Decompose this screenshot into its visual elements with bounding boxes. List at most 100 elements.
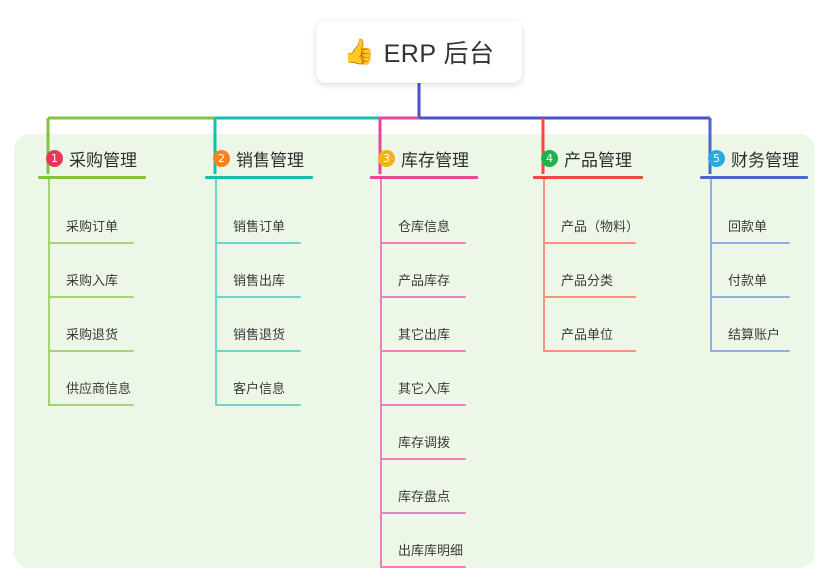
branch-item-underline [380, 242, 466, 244]
branch-3: 3 库存管理仓库信息产品库存其它出库其它入库库存调拨库存盘点出库库明细 [370, 146, 478, 568]
branch-number-badge: 1 [46, 149, 63, 167]
branch-item-label: 产品单位 [561, 327, 614, 342]
branch-item-label: 出库库明细 [398, 543, 464, 558]
branch-item-underline [543, 350, 636, 352]
branch-header-2[interactable]: 2 销售管理 [205, 146, 313, 170]
branch-item-label: 采购订单 [66, 219, 119, 234]
branch-header-underline [370, 176, 478, 179]
branch-item-underline [215, 242, 301, 244]
branch-5: 5 财务管理回款单付款单结算账户 [700, 146, 808, 352]
branch-item-underline [380, 458, 466, 460]
branch-item[interactable]: 库存调拨 [370, 406, 478, 460]
branch-title-label: 财务管理 [731, 150, 799, 170]
branch-1: 1 采购管理采购订单采购入库采购退货供应商信息 [38, 146, 146, 406]
branch-item[interactable]: 客户信息 [205, 352, 313, 406]
branch-2: 2 销售管理销售订单销售出库销售退货客户信息 [205, 146, 313, 406]
branch-item[interactable]: 销售退货 [205, 298, 313, 352]
branch-item-label: 销售出库 [233, 273, 286, 288]
branch-item[interactable]: 产品（物料） [533, 190, 643, 244]
branch-items-list: 采购订单采购入库采购退货供应商信息 [38, 179, 146, 406]
branch-item-underline [215, 296, 301, 298]
branch-item-underline [380, 566, 466, 568]
branch-item-label: 产品（物料） [561, 219, 640, 234]
branch-header-5[interactable]: 5 财务管理 [700, 146, 808, 170]
branch-title-label: 销售管理 [236, 150, 304, 170]
branch-item[interactable]: 其它入库 [370, 352, 478, 406]
branch-item-label: 采购退货 [66, 327, 119, 342]
branch-item-label: 产品分类 [561, 273, 614, 288]
branch-item[interactable]: 结算账户 [700, 298, 808, 352]
branch-item-label: 其它入库 [398, 381, 451, 396]
branch-item-underline [215, 404, 301, 406]
branch-item-underline [48, 296, 134, 298]
branch-item-label: 客户信息 [233, 381, 286, 396]
branch-item-underline [710, 242, 790, 244]
branch-item[interactable]: 库存盘点 [370, 460, 478, 514]
branch-item-underline [710, 296, 790, 298]
branch-item-label: 采购入库 [66, 273, 119, 288]
branch-item-underline [215, 350, 301, 352]
branch-item[interactable]: 其它出库 [370, 298, 478, 352]
branch-item-underline [380, 350, 466, 352]
branch-title-label: 采购管理 [69, 150, 137, 170]
branch-item-label: 库存盘点 [398, 489, 451, 504]
branch-item-label: 其它出库 [398, 327, 451, 342]
branch-header-underline [533, 176, 643, 179]
branch-trunk-line [710, 179, 712, 352]
branch-header-1[interactable]: 1 采购管理 [38, 146, 146, 170]
branch-item[interactable]: 采购订单 [38, 190, 146, 244]
branch-item[interactable]: 付款单 [700, 244, 808, 298]
branch-item-label: 销售订单 [233, 219, 286, 234]
branch-item[interactable]: 出库库明细 [370, 514, 478, 568]
branch-title-label: 库存管理 [401, 150, 469, 170]
branch-item-underline [48, 404, 134, 406]
branch-item-label: 供应商信息 [66, 381, 132, 396]
branch-number-badge: 2 [213, 149, 230, 167]
branch-item-underline [380, 512, 466, 514]
branch-item-label: 付款单 [728, 273, 768, 288]
branch-item[interactable]: 采购退货 [38, 298, 146, 352]
root-node-label: ERP 后台 [383, 40, 495, 68]
branch-item[interactable]: 采购入库 [38, 244, 146, 298]
branch-item-underline [543, 296, 636, 298]
branch-items-list: 仓库信息产品库存其它出库其它入库库存调拨库存盘点出库库明细 [370, 179, 478, 568]
branch-item[interactable]: 销售订单 [205, 190, 313, 244]
branch-item[interactable]: 仓库信息 [370, 190, 478, 244]
branch-trunk-line [48, 179, 50, 406]
branch-number-badge: 3 [378, 149, 395, 167]
branch-trunk-line [215, 179, 217, 406]
branch-trunk-line [543, 179, 545, 352]
branch-item-underline [710, 350, 790, 352]
branch-items-list: 销售订单销售出库销售退货客户信息 [205, 179, 313, 406]
thumbs-up-icon: 👍 [343, 37, 375, 66]
branch-header-underline [700, 176, 808, 179]
branch-item[interactable]: 供应商信息 [38, 352, 146, 406]
branch-item-label: 回款单 [728, 219, 768, 234]
branch-item-underline [380, 404, 466, 406]
branch-item-label: 库存调拨 [398, 435, 451, 450]
branch-item-underline [48, 242, 134, 244]
branch-header-underline [38, 176, 146, 179]
branch-item[interactable]: 产品分类 [533, 244, 643, 298]
branch-item-label: 产品库存 [398, 273, 451, 288]
branch-item[interactable]: 销售出库 [205, 244, 313, 298]
branch-trunk-line [380, 179, 382, 568]
branch-items-list: 产品（物料） 产品分类产品单位 [533, 179, 643, 352]
branch-item-underline [543, 242, 636, 244]
branch-item-label: 仓库信息 [398, 219, 451, 234]
branch-title-label: 产品管理 [564, 150, 632, 170]
branch-item[interactable]: 产品单位 [533, 298, 643, 352]
branch-number-badge: 5 [708, 149, 725, 167]
branch-item-label: 销售退货 [233, 327, 286, 342]
branch-item[interactable]: 回款单 [700, 190, 808, 244]
branch-item-underline [380, 296, 466, 298]
branch-item[interactable]: 产品库存 [370, 244, 478, 298]
branch-header-3[interactable]: 3 库存管理 [370, 146, 478, 170]
branch-item-underline [48, 350, 134, 352]
branch-items-list: 回款单付款单结算账户 [700, 179, 808, 352]
root-node[interactable]: 👍 ERP 后台 [316, 21, 522, 83]
branch-header-underline [205, 176, 313, 179]
